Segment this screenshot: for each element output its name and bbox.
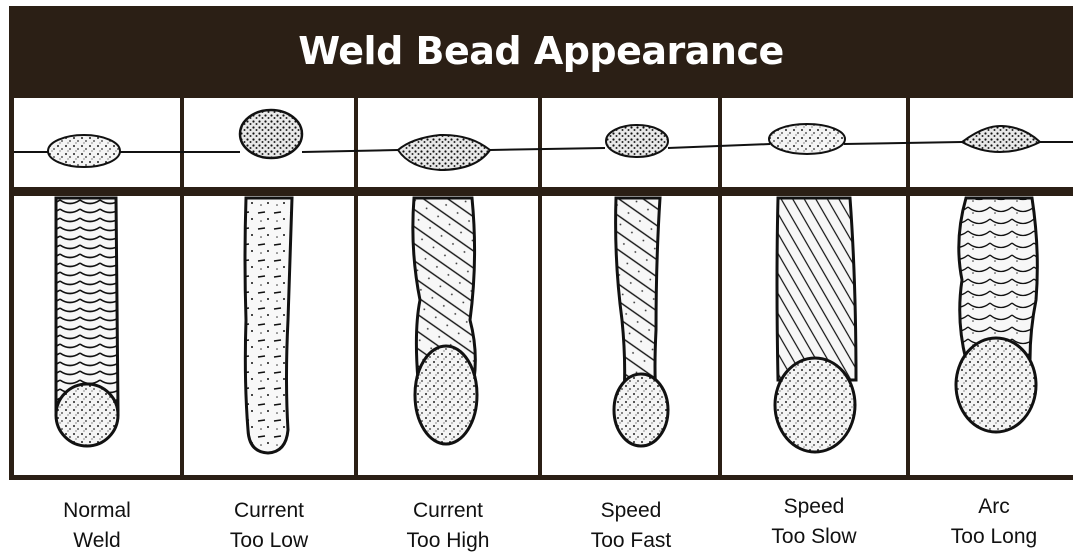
weld-illustration	[0, 0, 1073, 490]
caption-speed-too-slow: Speed Too Slow	[729, 492, 899, 552]
bead-current-too-high	[413, 198, 477, 444]
cross-section-normal-weld	[48, 135, 120, 167]
caption-line1: Normal	[12, 496, 182, 526]
top-view-panels	[14, 196, 1073, 475]
caption-line1: Current	[363, 496, 533, 526]
cross-section-current-too-low	[240, 110, 302, 158]
caption-current-too-high: Current Too High	[363, 496, 533, 556]
caption-line2: Too Slow	[729, 522, 899, 552]
caption-row: Normal Weld Current Too Low Current Too …	[0, 496, 1073, 556]
bead-normal-weld	[56, 198, 118, 446]
bead-current-too-low	[245, 198, 292, 453]
caption-line2: Too Fast	[546, 526, 716, 556]
caption-line1: Speed	[546, 496, 716, 526]
caption-line1: Current	[184, 496, 354, 526]
bead-arc-too-long	[956, 198, 1037, 432]
cross-section-speed-too-slow	[769, 124, 845, 154]
caption-line2: Too Low	[184, 526, 354, 556]
caption-arc-too-long: Arc Too Long	[909, 492, 1073, 552]
caption-current-too-low: Current Too Low	[184, 496, 354, 556]
caption-line1: Speed	[729, 492, 899, 522]
caption-line2: Too Long	[909, 522, 1073, 552]
caption-speed-too-fast: Speed Too Fast	[546, 496, 716, 556]
caption-line1: Arc	[909, 492, 1073, 522]
cross-section-speed-too-fast	[606, 125, 668, 157]
caption-line2: Too High	[363, 526, 533, 556]
caption-line2: Weld	[12, 526, 182, 556]
bead-speed-too-slow	[775, 198, 856, 452]
caption-normal-weld: Normal Weld	[12, 496, 182, 556]
